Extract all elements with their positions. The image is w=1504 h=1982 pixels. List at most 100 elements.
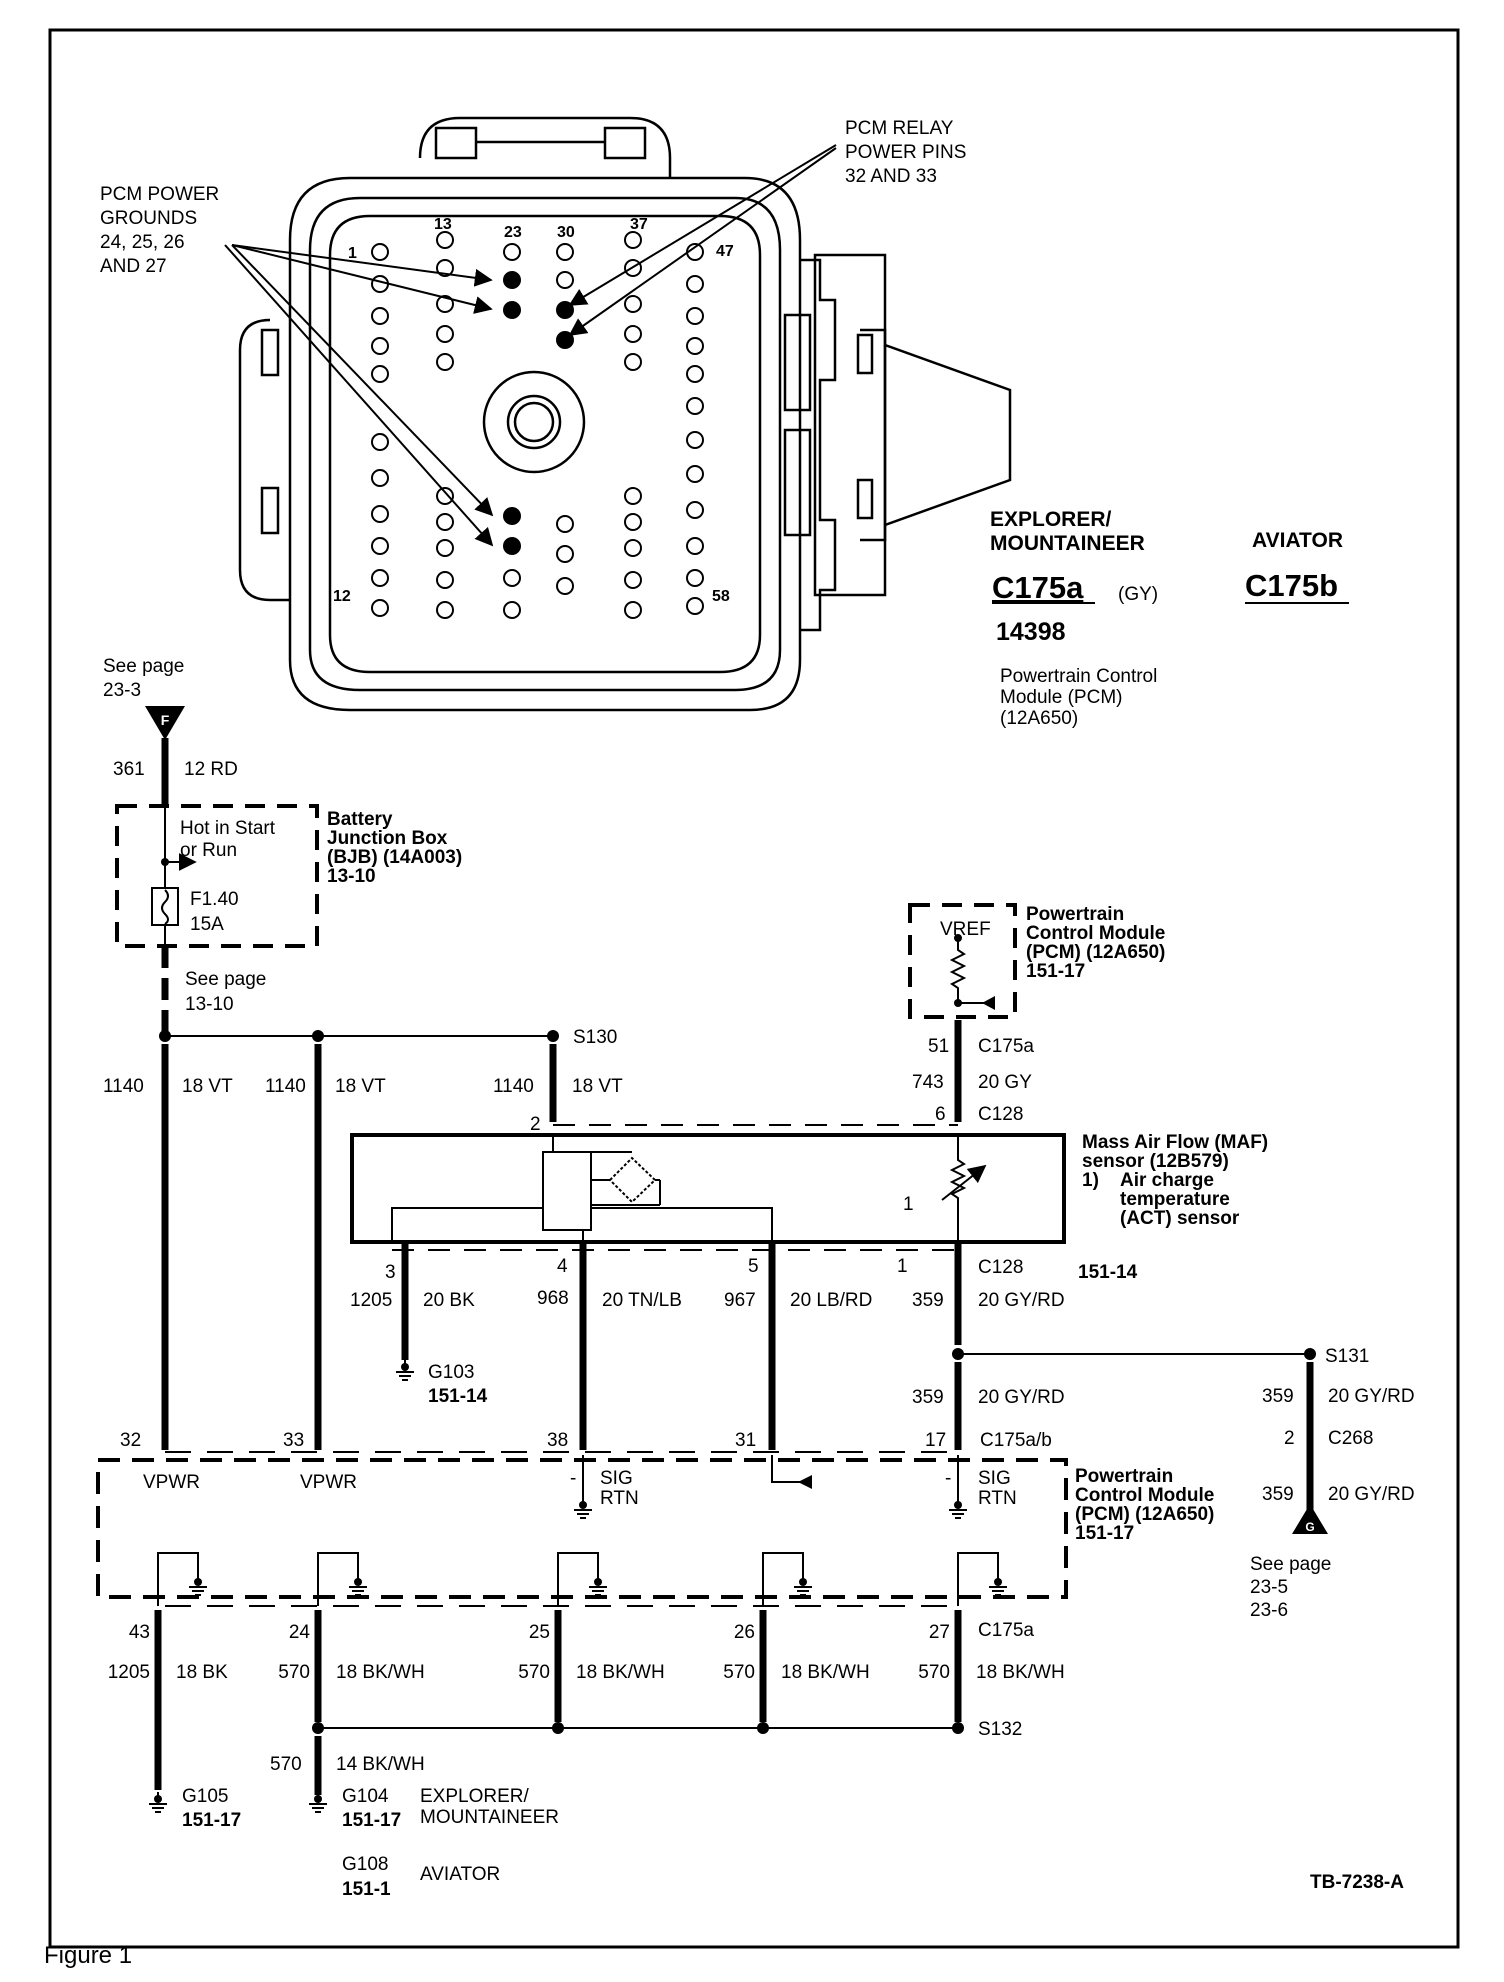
g108-vehicle: AVIATOR xyxy=(420,1864,500,1885)
pin-label-12: 12 xyxy=(333,588,351,605)
maf-label-5: temperature xyxy=(1120,1189,1230,1210)
terminal-g-icon xyxy=(1292,1504,1328,1534)
internal-ground-loop xyxy=(557,1552,599,1606)
connector-pin xyxy=(686,337,704,355)
pcm-vref-label-2: Control Module xyxy=(1026,923,1165,944)
sig-rtn-1a: SIG xyxy=(600,1468,633,1489)
connector-pin xyxy=(624,513,642,531)
ground-circuit-number: 570 xyxy=(918,1662,950,1683)
bjb-label-3: (BJB) (14A003) xyxy=(327,847,462,868)
connector-pin xyxy=(686,307,704,325)
vref-pin: 51 xyxy=(928,1036,949,1057)
maf-label-1: Mass Air Flow (MAF) xyxy=(1082,1132,1268,1153)
connector-face xyxy=(238,116,1012,712)
maf-pin4-circuit: 968 xyxy=(537,1288,569,1309)
terminal-f-icon xyxy=(145,706,185,740)
connector-pin xyxy=(371,337,389,355)
pin-label-1: 1 xyxy=(348,245,357,262)
sig-rtn-1b: RTN xyxy=(600,1488,639,1509)
sig-rtn-ground-icon-1 xyxy=(573,1497,593,1519)
see-page-top-1: See page xyxy=(103,656,184,677)
ground-wire-spec: 18 BK xyxy=(176,1662,228,1683)
connector-pin xyxy=(436,539,454,557)
connector-pin xyxy=(503,569,521,587)
maf-sensor: 2 1 Mass Air Flow (MAF) sensor (12B579) … xyxy=(350,1114,1268,1450)
pin-label-37: 37 xyxy=(630,216,648,233)
connector-pin xyxy=(624,539,642,557)
connector-pin xyxy=(686,537,704,555)
pcm-pin-33: 33 xyxy=(283,1430,304,1451)
maf-pin-2: 2 xyxy=(530,1114,541,1135)
connector-pin xyxy=(436,259,454,277)
s131-branch-circuit: 359 xyxy=(1262,1386,1294,1407)
internal-ground-loop xyxy=(762,1552,804,1606)
bjb-label-1: Battery xyxy=(327,809,393,830)
callout-relay-line2: POWER PINS xyxy=(845,142,966,163)
ground-pin-number: 24 xyxy=(289,1622,311,1643)
pin-label-13: 13 xyxy=(434,216,452,233)
maf-element-icon xyxy=(542,1151,592,1231)
ground-g104-page: 151-17 xyxy=(342,1810,401,1831)
connector-pin xyxy=(371,599,389,617)
fuse-rating: 15A xyxy=(190,914,224,935)
connector-pin xyxy=(436,571,454,589)
ground-g105: G105 xyxy=(182,1786,228,1807)
connector-pin xyxy=(556,515,574,533)
fuse-icon xyxy=(151,887,179,926)
maf-pin5-wire: 20 LB/RD xyxy=(790,1290,872,1311)
module-desc-1: Powertrain Control xyxy=(1000,666,1157,687)
chassis-ground-icon xyxy=(793,1574,813,1596)
vpwr-branch1-circuit: 1140 xyxy=(103,1076,144,1097)
c268-after-wire: 20 GY/RD xyxy=(1328,1484,1415,1505)
c268-pin: 2 xyxy=(1284,1428,1295,1449)
vpwr-branch1-wire: 18 VT xyxy=(182,1076,233,1097)
pcm-pin-38: 38 xyxy=(547,1430,568,1451)
connector-pin xyxy=(686,275,704,293)
connector-pin xyxy=(686,431,704,449)
see-page-g-2: 23-5 xyxy=(1250,1577,1288,1598)
see-page-bjb-1: See page xyxy=(185,969,266,990)
ground-circuit-number: 570 xyxy=(723,1662,755,1683)
chassis-ground-icon xyxy=(988,1574,1008,1596)
pin-label-47: 47 xyxy=(716,243,734,260)
pcm-pin-31: 31 xyxy=(735,1430,756,1451)
maf-label-3: 1) xyxy=(1082,1170,1099,1191)
vpwr-label-1: VPWR xyxy=(143,1472,200,1493)
connector-pin xyxy=(371,307,389,325)
callout-grounds-line3: 24, 25, 26 xyxy=(100,232,185,253)
vref-wire: 20 GY xyxy=(978,1072,1032,1093)
g104-vehicle-1: EXPLORER/ xyxy=(420,1786,529,1807)
figure-frame xyxy=(48,28,1460,1949)
connector-pin xyxy=(371,537,389,555)
ground-g108-page: 151-1 xyxy=(342,1879,391,1900)
connector-info: EXPLORER/ MOUNTAINEER AVIATOR C175a (GY)… xyxy=(990,508,1349,729)
maf-pin4-wire: 20 TN/LB xyxy=(602,1290,682,1311)
vref-conn: C175a xyxy=(978,1036,1034,1057)
maf-pin4: 4 xyxy=(557,1256,568,1277)
connector-pin xyxy=(556,271,574,289)
after-splice-wire: 14 BK/WH xyxy=(336,1754,425,1775)
bjb-box xyxy=(115,804,319,948)
feed-wire: 12 RD xyxy=(184,759,238,780)
sig-rtn-2a: SIG xyxy=(978,1468,1011,1489)
input-arrow-icon xyxy=(798,1475,812,1489)
ground-wire-spec: 18 BK/WH xyxy=(576,1662,665,1683)
s131-branch-wire: 20 GY/RD xyxy=(1328,1386,1415,1407)
connector-pin xyxy=(624,325,642,343)
connector-pin xyxy=(503,601,521,619)
c268-conn: C268 xyxy=(1328,1428,1373,1449)
connector-pin xyxy=(436,353,454,371)
vpwr-branch2-circuit: 1140 xyxy=(265,1076,306,1097)
pcm-bottom-label-1: Powertrain xyxy=(1075,1466,1173,1487)
ground-g104: G104 xyxy=(342,1786,389,1807)
connector-pin xyxy=(686,569,704,587)
act-thermistor-icon xyxy=(949,1135,967,1242)
callout-relay-line3: 32 AND 33 xyxy=(845,166,937,187)
terminal-f-letter: F xyxy=(161,712,170,728)
connector-pin xyxy=(556,243,574,261)
connector-pin xyxy=(436,601,454,619)
connector-pin xyxy=(556,577,574,595)
connector-pin xyxy=(371,469,389,487)
fuse-id: F1.40 xyxy=(190,889,239,910)
